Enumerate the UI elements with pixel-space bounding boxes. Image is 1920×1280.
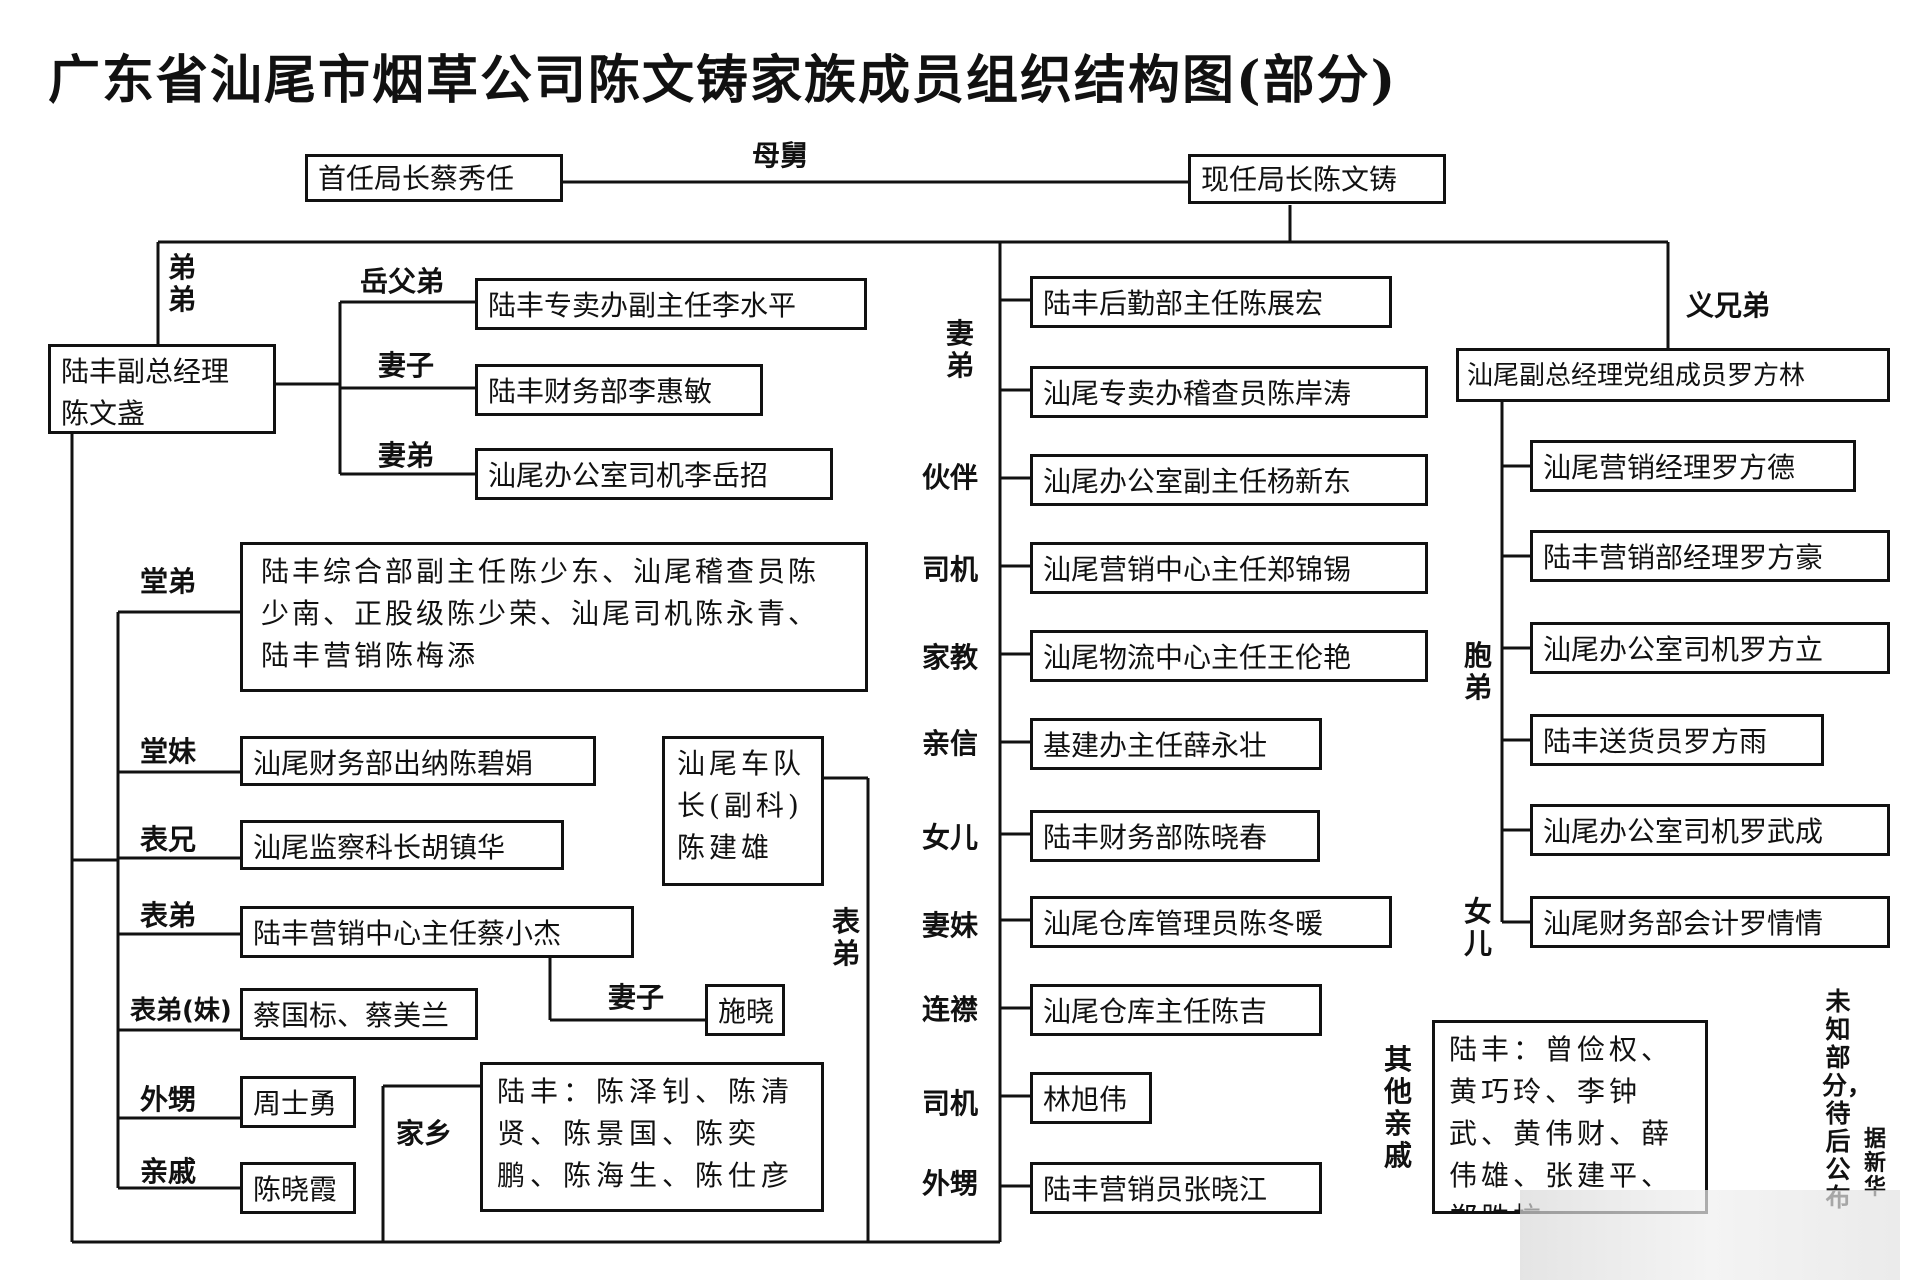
middle-box-0: 陆丰后勤部主任陈展宏 — [1030, 276, 1392, 328]
left-top-box-2: 汕尾办公室司机李岳招 — [475, 448, 833, 500]
other-relatives-box: 陆丰：曾俭权、黄巧玲、李钟武、黄伟财、薛伟雄、张建平、郑胜杭 — [1432, 1020, 1708, 1214]
page-title: 广东省汕尾市烟草公司陈文铸家族成员组织结构图(部分) — [48, 50, 1398, 111]
convoy-box: 汕尾车队长(副科)陈建雄 — [662, 736, 824, 886]
middle-relation-3: 司机 — [922, 553, 979, 586]
cousin-wife-box: 施晓 — [705, 984, 785, 1036]
left-top-box-0: 陆丰专卖办副主任李水平 — [475, 278, 867, 330]
middle-box-10: 陆丰营销员张晓江 — [1030, 1162, 1322, 1214]
right-box-5: 汕尾财务部会计罗情情 — [1530, 896, 1890, 948]
relation-label-cousin-pair: 表弟(妹) — [130, 996, 232, 1026]
relation-label-2: 妻弟 — [378, 439, 435, 472]
relation-label-1: 妻子 — [378, 349, 435, 382]
current-director-box: 现任局长陈文铸 — [1188, 154, 1446, 204]
relation-label-younger-brother: 胞弟 — [1463, 639, 1492, 704]
relation-label-daughter: 女儿 — [1463, 895, 1492, 960]
middle-relation-4: 家教 — [922, 641, 979, 674]
middle-box-7: 汕尾仓库管理员陈冬暖 — [1030, 896, 1392, 948]
cousin-pair-box: 蔡国标、蔡美兰 — [240, 988, 478, 1040]
relation-label-0: 岳父弟 — [360, 265, 445, 298]
relation-label-sworn-brother: 义兄弟 — [1686, 289, 1771, 322]
relation-label-elder-cousin: 表兄 — [140, 823, 197, 856]
middle-box-2: 汕尾办公室副主任杨新东 — [1030, 454, 1428, 506]
right-box-3: 陆丰送货员罗方雨 — [1530, 714, 1824, 766]
sworn-brother-box: 汕尾副总经理党组成员罗方林 — [1456, 348, 1890, 402]
nephew-box: 周士勇 — [240, 1076, 356, 1128]
relation-label-other-relatives: 其他亲戚 — [1383, 1043, 1412, 1172]
relation-label-cousin-f: 堂妹 — [140, 735, 197, 768]
middle-relation-9: 司机 — [922, 1087, 979, 1120]
relation-label-relative: 亲戚 — [140, 1155, 197, 1188]
younger-cousin-box: 陆丰营销中心主任蔡小杰 — [240, 906, 634, 958]
right-box-0: 汕尾营销经理罗方德 — [1530, 440, 1856, 492]
middle-box-5: 基建办主任薛永壮 — [1030, 718, 1322, 770]
middle-relation-8: 连襟 — [922, 993, 979, 1026]
middle-box-4: 汕尾物流中心主任王伦艳 — [1030, 630, 1428, 682]
blurred-corner — [1520, 1190, 1900, 1280]
middle-box-6: 陆丰财务部陈晓春 — [1030, 810, 1320, 862]
relation-label-hometown: 家乡 — [396, 1117, 453, 1150]
relation-label-younger-cousin: 表弟 — [140, 899, 197, 932]
first-director-box: 首任局长蔡秀任 — [305, 154, 563, 202]
middle-box-1: 汕尾专卖办稽查员陈岸涛 — [1030, 366, 1428, 418]
right-box-2: 汕尾办公室司机罗方立 — [1530, 622, 1890, 674]
relation-label-cousin-m: 堂弟 — [140, 565, 197, 598]
middle-relation-2: 伙伴 — [922, 461, 979, 494]
left-top-box-1: 陆丰财务部李惠敏 — [475, 364, 763, 416]
elder-cousin-box: 汕尾监察科长胡镇华 — [240, 820, 564, 870]
hometown-box: 陆丰：陈泽钊、陈清贤、陈景国、陈奕鹏、陈海生、陈仕彦 — [480, 1062, 824, 1212]
middle-relation-6: 女儿 — [922, 821, 979, 854]
right-box-1: 陆丰营销部经理罗方豪 — [1530, 530, 1890, 582]
cousin-f-box: 汕尾财务部出纳陈碧娟 — [240, 736, 596, 786]
relation-label-cousin-wife: 妻子 — [608, 981, 665, 1014]
relative-box: 陈晓霞 — [240, 1162, 356, 1214]
right-box-4: 汕尾办公室司机罗武成 — [1530, 804, 1890, 856]
relation-label-convoy: 表弟 — [831, 905, 860, 970]
middle-relation-5: 亲信 — [922, 727, 979, 760]
middle-box-8: 汕尾仓库主任陈吉 — [1030, 984, 1322, 1036]
middle-box-3: 汕尾营销中心主任郑锦锡 — [1030, 542, 1428, 594]
relation-label-nephew: 外甥 — [140, 1083, 197, 1116]
note-unknown: 未知部分，待后公布 — [1822, 987, 1873, 1212]
relation-label-brother: 弟弟 — [167, 251, 196, 316]
brother-box: 陆丰副总经理 陈文盏 — [48, 344, 276, 434]
middle-relation-1: 妻弟 — [945, 317, 974, 382]
relation-label-uncle: 母舅 — [752, 139, 809, 172]
middle-relation-7: 妻妹 — [922, 909, 979, 942]
cousin-m-box: 陆丰综合部副主任陈少东、汕尾稽查员陈少南、正股级陈少荣、汕尾司机陈永青、陆丰营销… — [240, 542, 868, 692]
middle-relation-10: 外甥 — [922, 1167, 979, 1200]
middle-box-9: 林旭伟 — [1030, 1072, 1152, 1124]
